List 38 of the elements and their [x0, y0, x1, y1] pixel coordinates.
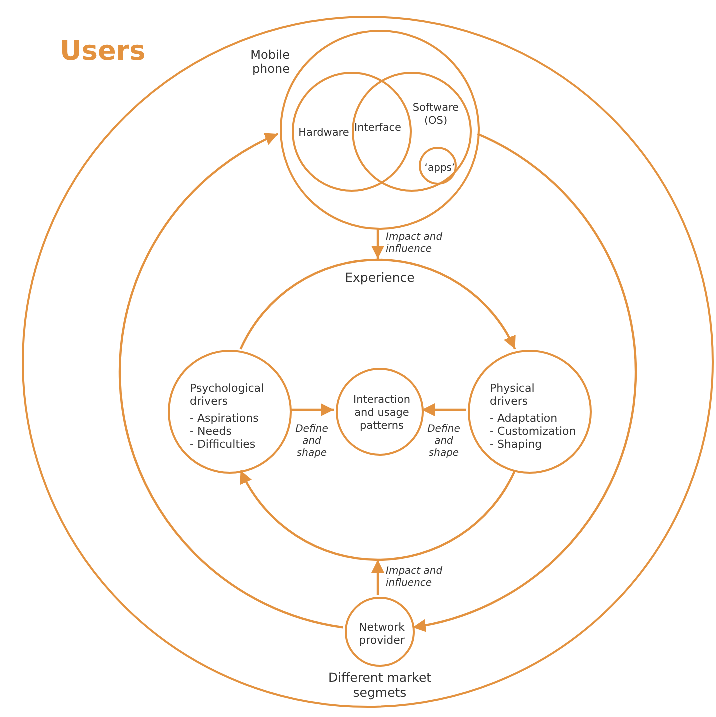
- circle-title: Physical drivers: [490, 382, 536, 408]
- arrow: [372, 228, 384, 259]
- circle-label: Hardware: [298, 127, 350, 140]
- arrow: [372, 560, 384, 595]
- list-item: - Aspirations: [190, 412, 259, 425]
- edge-label: Impact and influence: [386, 566, 444, 590]
- edge-label: Impact and influence: [386, 232, 444, 256]
- circle-label: Network provider: [358, 621, 406, 647]
- pattern-circle: [336, 368, 424, 456]
- circle-title: Mobile phone: [250, 48, 290, 76]
- circle-title: Psychological drivers: [190, 382, 266, 408]
- list-item: - Difficulties: [190, 438, 256, 451]
- software-circle: [352, 72, 472, 192]
- list-item: - Customization: [490, 425, 576, 438]
- region-label: Interface: [354, 122, 402, 135]
- driver-circle: [168, 350, 292, 474]
- circle-caption: Different market segmets: [327, 670, 433, 700]
- circle-label: Interaction and usage patterns: [352, 394, 412, 433]
- list-item: - Adaptation: [490, 412, 558, 425]
- outer-circle: [22, 16, 714, 708]
- arrow: [119, 133, 344, 629]
- list-item: - Shaping: [490, 438, 542, 451]
- apps-circle: [419, 147, 457, 185]
- ring-label: Experience: [345, 270, 415, 285]
- arrow: [290, 404, 334, 416]
- edge-label: Define and shape: [426, 424, 462, 460]
- hardware-circle: [292, 72, 412, 192]
- provider-circle: [345, 597, 415, 667]
- edge-label: Define and shape: [294, 424, 330, 460]
- driver-circle: [468, 350, 592, 474]
- list-item: - Needs: [190, 425, 232, 438]
- arrow: [240, 259, 516, 350]
- arrow: [422, 404, 466, 416]
- arrow: [240, 470, 516, 561]
- circle-label: ‘apps’: [424, 162, 456, 175]
- circle-label: Software (OS): [412, 102, 460, 128]
- arrow: [412, 133, 637, 632]
- diagram-heading: Users: [60, 36, 146, 68]
